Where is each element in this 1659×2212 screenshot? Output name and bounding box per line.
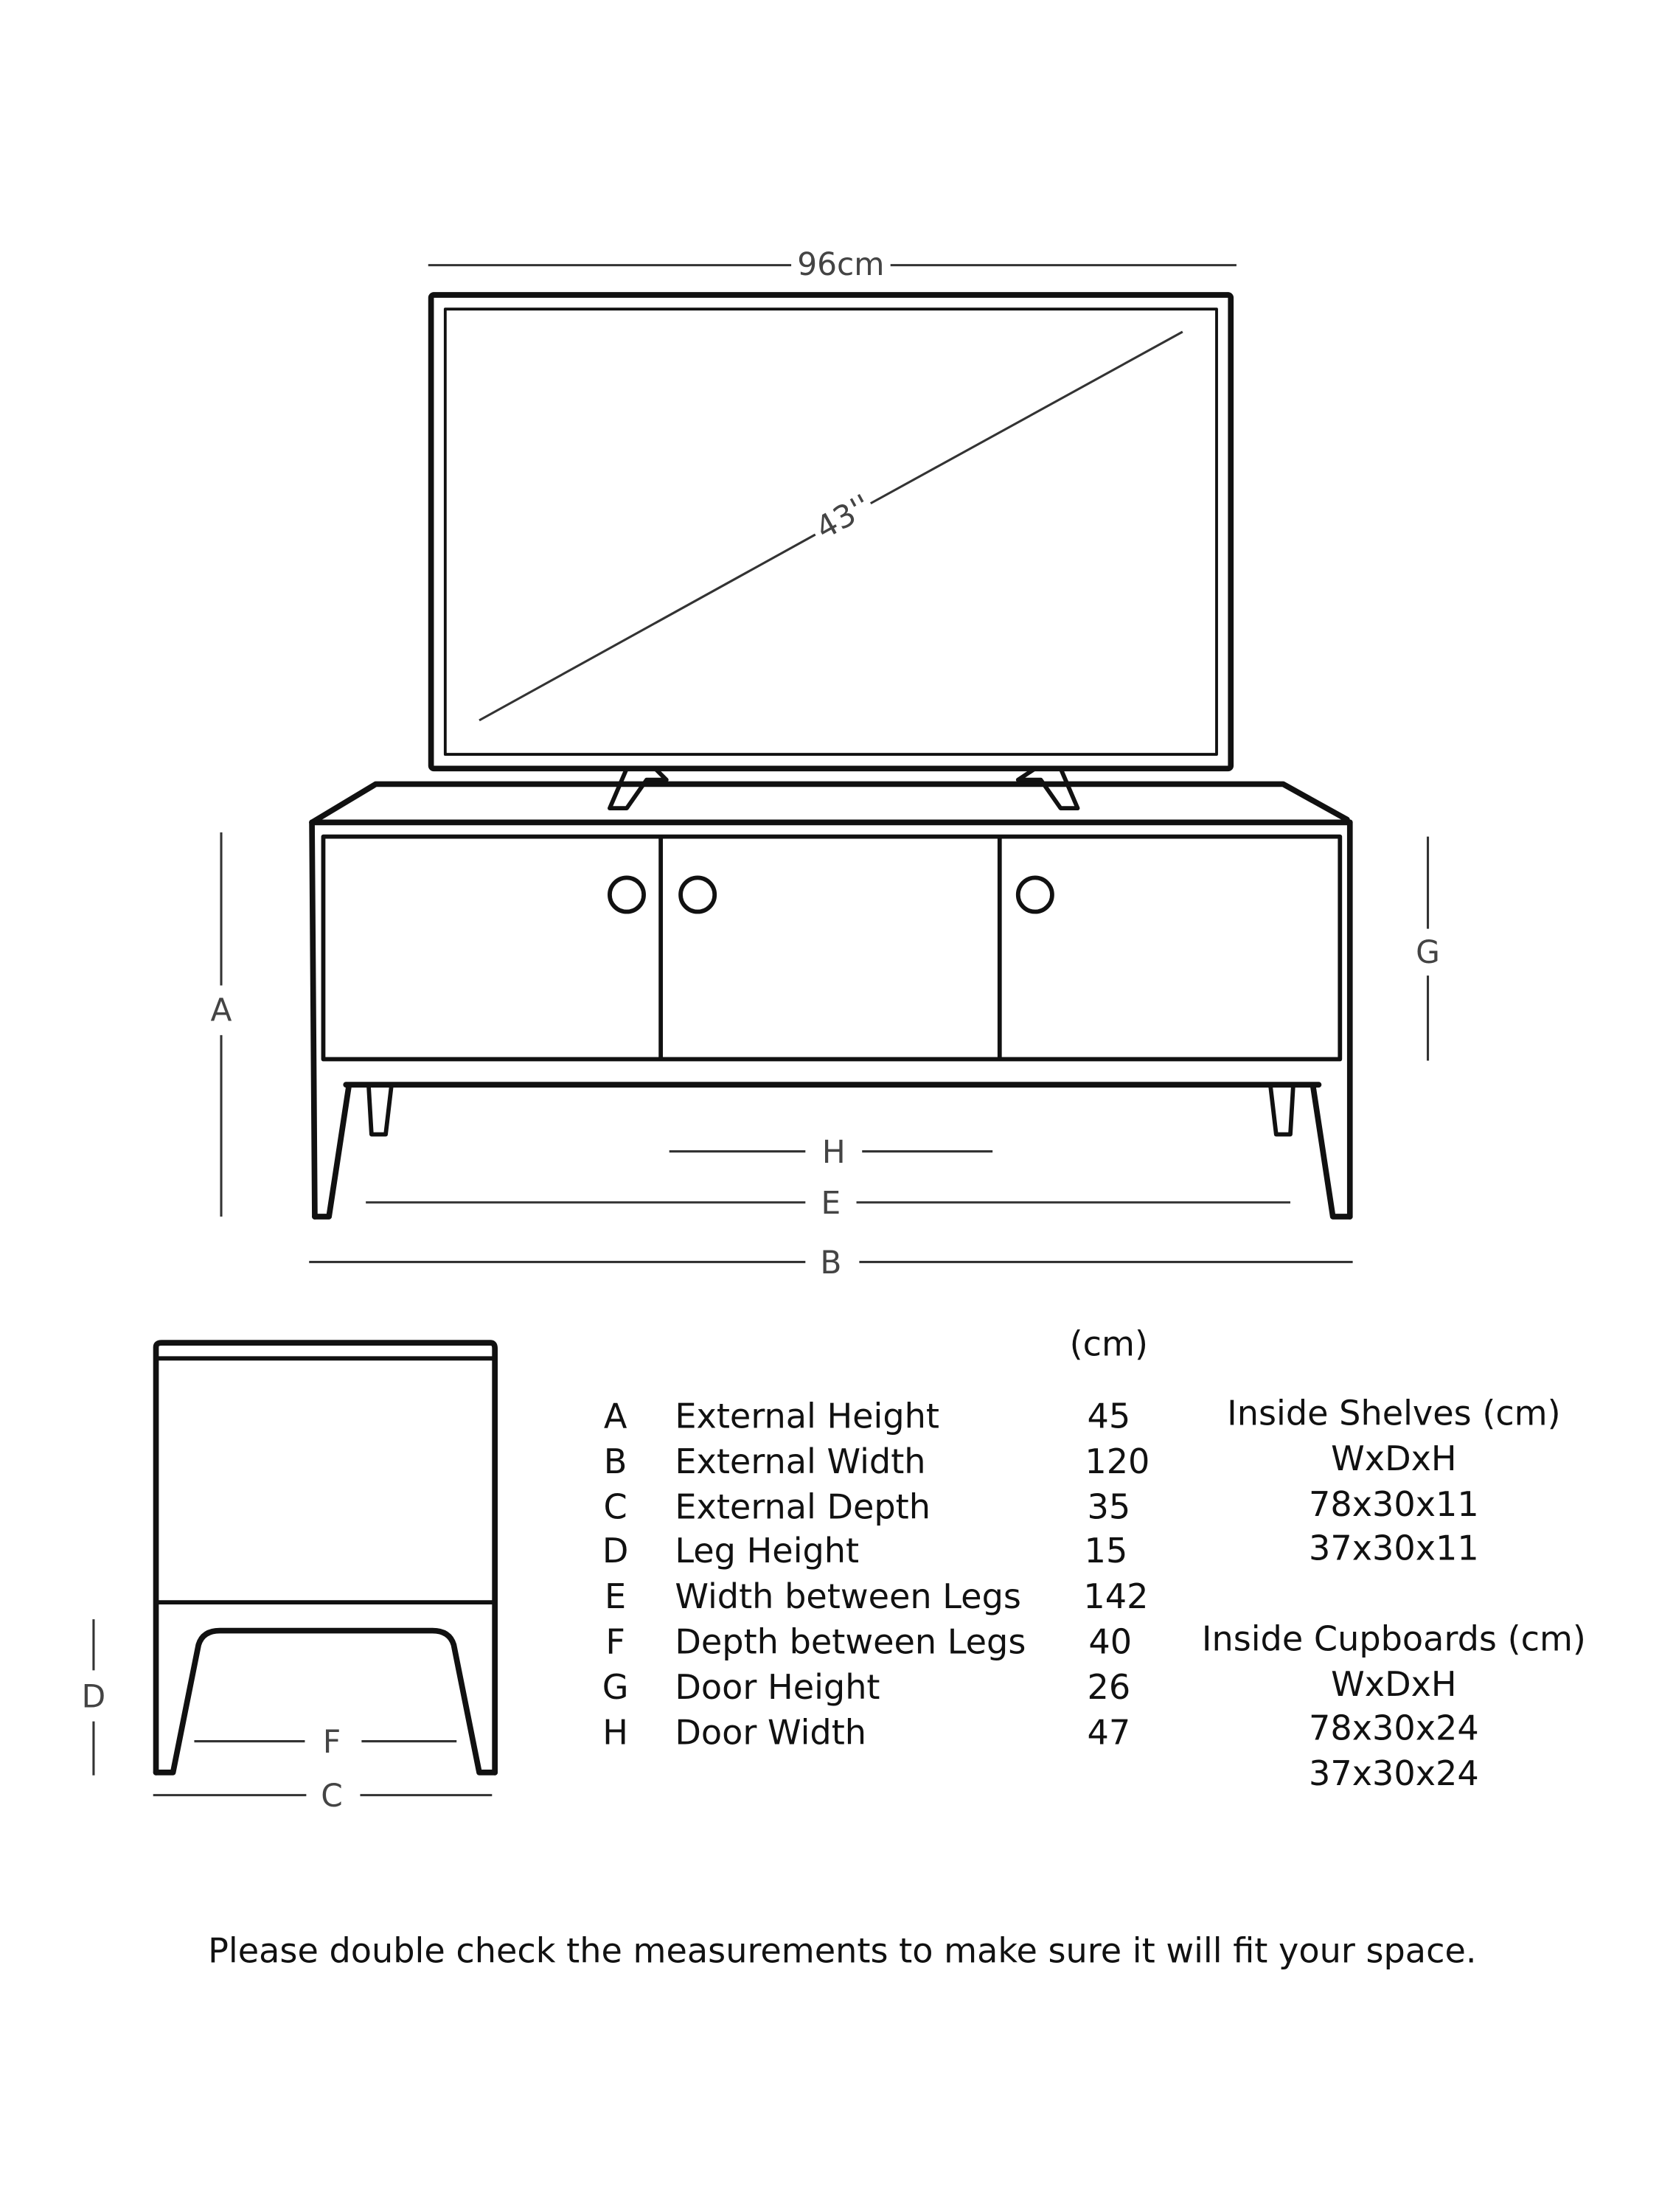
- svg-text:Leg Height: Leg Height: [675, 1531, 859, 1571]
- table-row: G Door Height 26: [602, 1667, 1130, 1707]
- svg-text:External Height: External Height: [675, 1397, 939, 1436]
- svg-text:37x30x24: 37x30x24: [1309, 1753, 1479, 1793]
- svg-text:Door Height: Door Height: [675, 1667, 880, 1707]
- svg-text:H: H: [822, 1134, 846, 1170]
- door-knob-icon: [608, 875, 646, 914]
- dimension-e: E: [366, 1185, 1290, 1221]
- svg-text:40: 40: [1088, 1621, 1132, 1661]
- inside-shelves: Inside Shelves (cm) WxDxH 78x30x11 37x30…: [1227, 1394, 1561, 1568]
- table-row: D Leg Height 15: [602, 1531, 1128, 1571]
- tv-width-label: 96cm: [797, 246, 884, 282]
- table-row: C External Depth 35: [604, 1487, 1131, 1527]
- svg-text:15: 15: [1085, 1531, 1128, 1571]
- inside-cupboards: Inside Cupboards (cm) WxDxH 78x30x24 37x…: [1202, 1618, 1586, 1793]
- table-row: E Width between Legs 142: [605, 1576, 1148, 1616]
- svg-text:A: A: [604, 1397, 627, 1436]
- svg-text:D: D: [602, 1531, 629, 1571]
- svg-text:142: 142: [1083, 1576, 1148, 1616]
- dimensions-table: (cm) A External Height 45 B External Width 1…: [602, 1324, 1586, 1793]
- svg-text:B: B: [604, 1441, 627, 1481]
- svg-text:H: H: [602, 1712, 628, 1752]
- svg-text:WxDxH: WxDxH: [1331, 1664, 1456, 1704]
- unit-header: (cm): [1070, 1324, 1148, 1363]
- svg-text:G: G: [1416, 934, 1440, 970]
- svg-text:37x30x11: 37x30x11: [1309, 1528, 1479, 1568]
- footer-note: Please double check the measurements to …: [208, 1931, 1476, 1971]
- svg-text:F: F: [605, 1621, 625, 1661]
- svg-text:F: F: [323, 1724, 341, 1760]
- svg-text:Depth between Legs: Depth between Legs: [675, 1621, 1026, 1661]
- svg-text:External Depth: External Depth: [675, 1487, 931, 1527]
- table-row: F Depth between Legs 40: [605, 1621, 1132, 1661]
- svg-text:WxDxH: WxDxH: [1331, 1439, 1456, 1478]
- door-knob-icon: [1015, 875, 1054, 914]
- dimension-c: C: [153, 1778, 493, 1814]
- cabinet-side-illustration: [153, 1340, 498, 1775]
- svg-text:45: 45: [1087, 1397, 1130, 1436]
- svg-text:E: E: [605, 1576, 626, 1616]
- svg-text:35: 35: [1087, 1487, 1130, 1527]
- door-knob-icon: [678, 875, 717, 914]
- svg-text:G: G: [602, 1667, 629, 1707]
- svg-text:B: B: [820, 1245, 841, 1281]
- svg-text:Inside Cupboards (cm): Inside Cupboards (cm): [1202, 1618, 1586, 1658]
- svg-text:Width between Legs: Width between Legs: [675, 1576, 1021, 1616]
- dimension-g: G: [1416, 836, 1440, 1061]
- svg-text:E: E: [821, 1185, 841, 1221]
- svg-text:120: 120: [1085, 1441, 1150, 1481]
- dimension-a: A: [211, 832, 232, 1217]
- svg-text:78x30x11: 78x30x11: [1309, 1484, 1479, 1524]
- dimension-h: H: [669, 1134, 993, 1170]
- table-row: H Door Width 47: [602, 1712, 1130, 1752]
- svg-text:Inside Shelves (cm): Inside Shelves (cm): [1227, 1394, 1561, 1433]
- svg-text:Door Width: Door Width: [675, 1712, 866, 1752]
- table-row: B External Width 120: [604, 1441, 1150, 1481]
- dimension-f: F: [194, 1724, 457, 1760]
- cabinet-front-illustration: [309, 781, 1353, 1220]
- tv-width-dimension: 96cm: [428, 246, 1237, 282]
- dimension-d: D: [82, 1619, 106, 1775]
- svg-text:A: A: [211, 992, 232, 1029]
- svg-text:26: 26: [1087, 1667, 1130, 1707]
- dimension-b: B: [309, 1245, 1353, 1281]
- svg-text:78x30x24: 78x30x24: [1309, 1708, 1479, 1748]
- tv-illustration: 43'': [428, 292, 1234, 811]
- svg-text:C: C: [321, 1778, 343, 1814]
- tv-diagonal-label: 43'': [810, 487, 877, 546]
- svg-text:47: 47: [1087, 1712, 1130, 1752]
- svg-text:C: C: [604, 1487, 627, 1527]
- svg-text:D: D: [82, 1678, 106, 1714]
- table-row: A External Height 45: [604, 1397, 1130, 1436]
- svg-text:External Width: External Width: [675, 1441, 925, 1481]
